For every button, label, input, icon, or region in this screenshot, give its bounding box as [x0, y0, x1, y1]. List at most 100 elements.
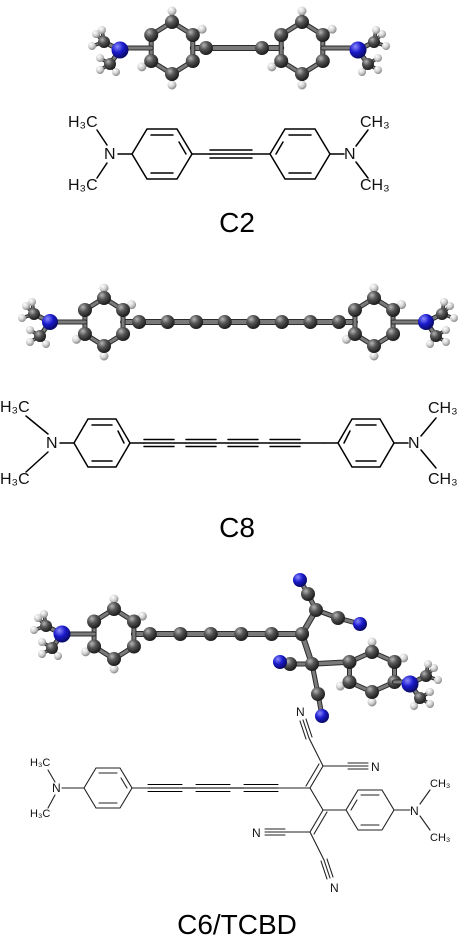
- nitrogen-atom: [293, 573, 307, 587]
- hydrogen-atom: [96, 54, 104, 62]
- nitrogen-atom: [53, 625, 71, 643]
- carbon-atom: [107, 652, 121, 666]
- carbon-atom: [342, 675, 357, 689]
- carbon-atom: [386, 303, 401, 317]
- caption-c6tcbd: C6/TCBD: [177, 909, 297, 940]
- nitrogen-atom: [418, 314, 434, 330]
- carbon-atom: [185, 54, 200, 68]
- hydrogen-atom: [426, 688, 434, 696]
- hydrogen-atom: [434, 676, 442, 684]
- carbon-atom: [315, 28, 330, 42]
- carbon-atom: [309, 603, 323, 617]
- benzene-ring-left: [73, 418, 131, 468]
- hydrogen-atom: [26, 326, 34, 334]
- label-cn-top-left: N: [296, 705, 305, 719]
- hydrogen-atom: [38, 650, 46, 658]
- carbon-atom: [173, 627, 188, 641]
- label-right-n: N: [408, 435, 420, 452]
- carbon-atom: [144, 28, 159, 42]
- carbon-atom: [165, 15, 179, 29]
- bond-line: [309, 809, 324, 833]
- carbon-atom: [126, 614, 141, 629]
- label-right-upper: CH₃: [428, 400, 458, 417]
- hydrogen-atom: [92, 30, 100, 38]
- carbon-atom: [295, 67, 309, 81]
- nitrogen-atom: [315, 709, 329, 723]
- carbon-atom: [185, 28, 200, 42]
- hydrogen-atom: [440, 298, 448, 306]
- bond-line: [420, 449, 437, 469]
- bond-line: [117, 430, 125, 444]
- hydrogen-atom: [424, 660, 432, 668]
- hydrogen-atom: [450, 314, 458, 322]
- carbon-atom: [420, 670, 432, 682]
- bond-line: [178, 141, 187, 155]
- hydrogen-atom: [378, 30, 386, 38]
- carbon-atom: [160, 315, 175, 329]
- carbon-atom: [246, 315, 261, 329]
- carbon-atom: [365, 685, 379, 699]
- carbon-atom: [387, 655, 402, 669]
- hydrogen-atom: [446, 302, 454, 310]
- bond-line: [47, 769, 56, 783]
- carbon-atom: [97, 339, 111, 353]
- carbon-atom: [165, 67, 179, 81]
- hydrogen-atom: [267, 62, 277, 72]
- bond-line: [350, 799, 358, 811]
- carbon-atom: [97, 291, 111, 305]
- carbon-atom: [28, 308, 40, 320]
- hydrogen-atom: [40, 610, 48, 618]
- bond-line: [309, 831, 325, 861]
- hydrogen-atom: [327, 24, 337, 34]
- label-left-upper: H₃C: [0, 399, 30, 416]
- benzene-ring-right: [269, 128, 331, 180]
- hydrogen-atom: [167, 6, 177, 16]
- ball-and-stick-c8: [18, 283, 458, 361]
- bond-line: [25, 415, 49, 435]
- nitrogen-atom: [42, 314, 58, 330]
- carbon-atom: [87, 639, 102, 654]
- benzene-ring-left: [131, 128, 193, 180]
- hydrogen-atom: [26, 338, 34, 346]
- carbon-atom: [362, 58, 374, 70]
- label-left-upper: H₃C: [30, 757, 50, 769]
- hydrogen-atom: [167, 80, 177, 90]
- cyano-bond: [305, 718, 313, 738]
- hydrogen-atom: [374, 66, 382, 74]
- hydrogen-atom: [88, 42, 96, 50]
- panel-c8: H₃C H₃C N N CH₃ CH₃ C8: [0, 283, 458, 543]
- label-right-upper: CH₃: [430, 778, 450, 790]
- hydrogen-atom: [99, 283, 109, 293]
- carbon-atom: [301, 587, 315, 601]
- carbon-atom: [386, 327, 401, 341]
- nitrogen-atom: [111, 41, 129, 59]
- carbon-atom: [331, 611, 345, 625]
- carbon-atom: [203, 627, 218, 641]
- label-cn-top-right: N: [371, 760, 380, 774]
- hydrogen-atom: [442, 326, 450, 334]
- carbon-atom: [77, 327, 92, 341]
- hydrogen-atom: [38, 638, 46, 646]
- carbon-atom: [365, 645, 379, 659]
- label-left-upper: H₃C: [68, 114, 98, 131]
- hydrogen-atom: [42, 340, 50, 348]
- tetrayne-chain: [143, 438, 324, 448]
- hydrogen-atom: [297, 6, 307, 16]
- carbon-atom: [347, 303, 362, 317]
- carbon-atom: [107, 602, 121, 616]
- cyano-bond: [299, 720, 307, 740]
- label-right-lower: CH₃: [360, 177, 390, 194]
- carbon-atom: [367, 291, 381, 305]
- carbon-atom: [274, 315, 289, 329]
- hydrogen-atom: [18, 314, 26, 322]
- structural-formula-c8: H₃C H₃C N N CH₃ CH₃: [0, 399, 458, 488]
- benzene-ring-right: [345, 789, 395, 831]
- carbon-atom: [40, 620, 52, 632]
- carbon-atom: [347, 327, 362, 341]
- cyano-bond: [326, 858, 334, 878]
- ball-and-stick-c6tcbd: [30, 573, 442, 723]
- carbon-atom: [305, 657, 319, 671]
- hydrogen-atom: [98, 26, 106, 34]
- hydrogen-atom: [399, 653, 409, 663]
